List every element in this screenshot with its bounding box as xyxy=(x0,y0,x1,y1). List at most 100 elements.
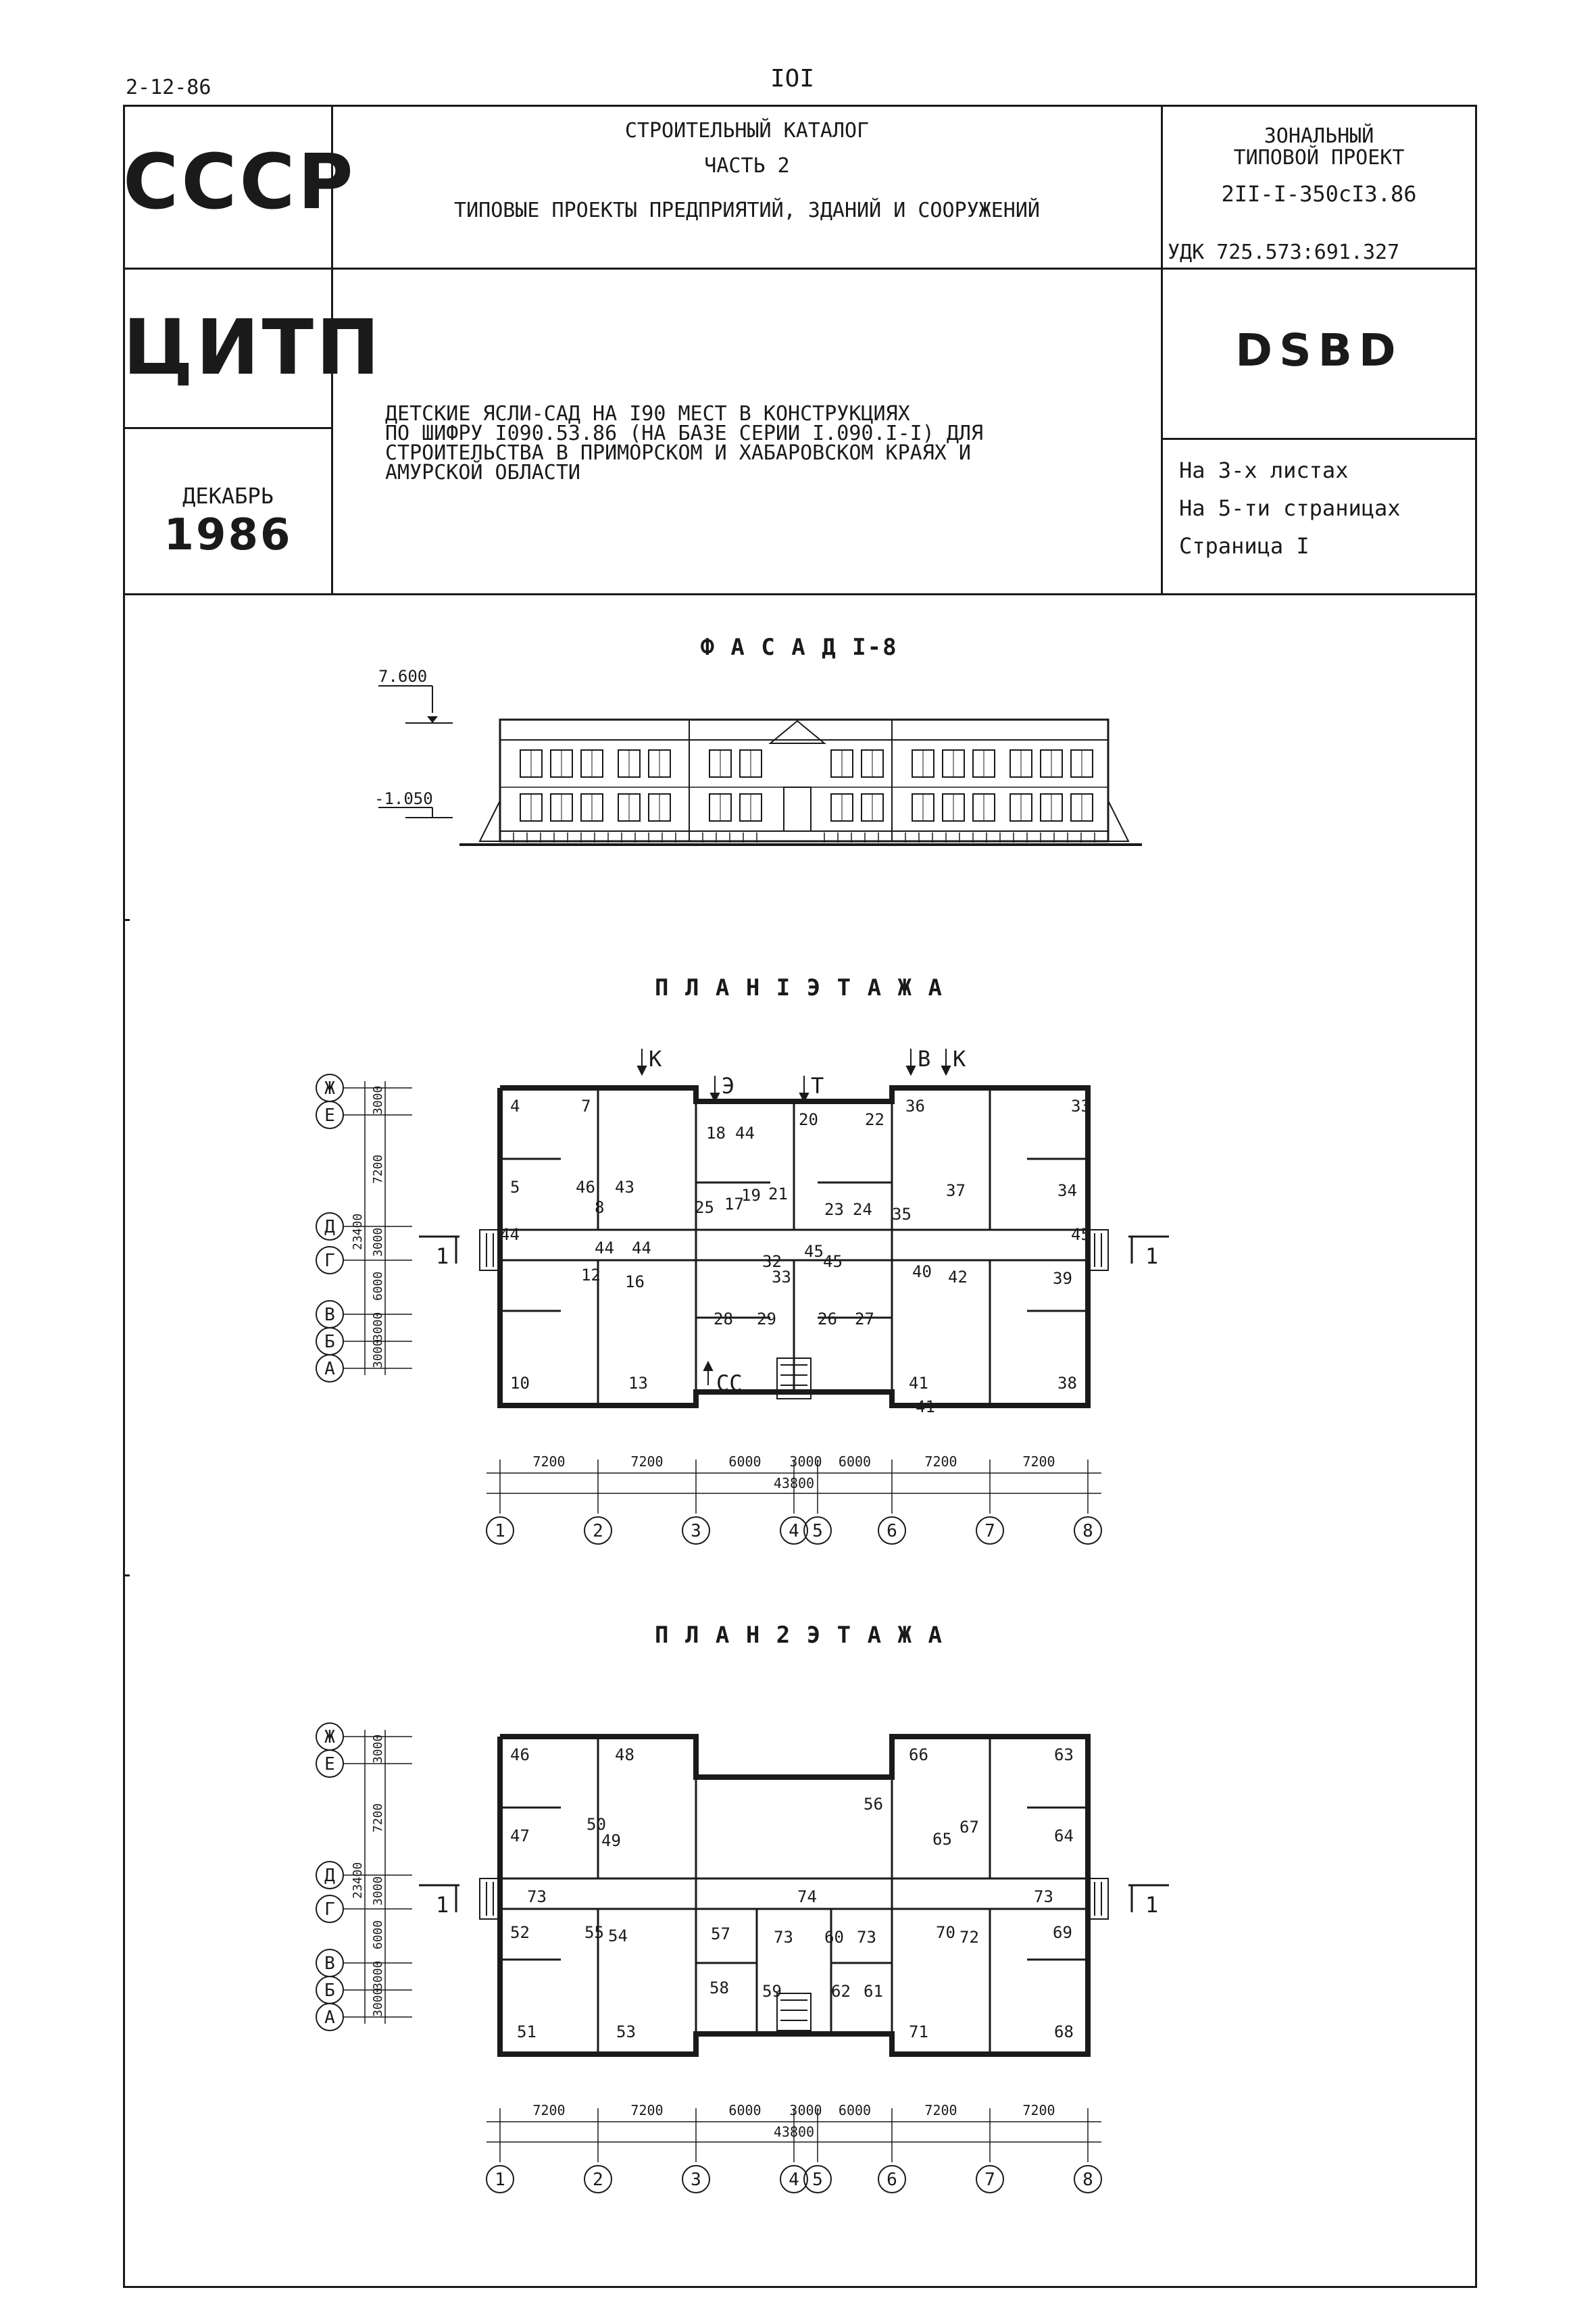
axis-label-column: 4 xyxy=(789,1521,799,1541)
room-number: 63 xyxy=(1054,1745,1074,1764)
row-dimension: 3000 xyxy=(371,1988,385,2017)
catalog-title: СТРОИТЕЛЬНЫЙ КАТАЛОГ xyxy=(624,119,870,143)
axis-label-row: А xyxy=(324,2008,335,2028)
axis-label-row: Г xyxy=(324,1251,335,1271)
room-number: 27 xyxy=(855,1310,874,1328)
room-number: 12 xyxy=(581,1266,601,1285)
room-number: 45 xyxy=(804,1242,824,1261)
room-number: 59 xyxy=(762,1982,782,2001)
room-number: 33 xyxy=(772,1268,791,1287)
room-number: 35 xyxy=(892,1205,912,1224)
axis-marker-column xyxy=(486,1516,514,1545)
room-number: 50 xyxy=(587,1815,606,1834)
room-number: 5 xyxy=(510,1178,520,1197)
entrance-label: Э xyxy=(722,1073,734,1099)
room-number: 72 xyxy=(959,1928,979,1947)
project-type: ЗОНАЛЬНЫЙ ТИПОВОЙ ПРОЕКТ xyxy=(1163,126,1475,169)
plan1-title: П Л А Н I Э Т А Ж А xyxy=(655,974,943,1001)
room-number: 55 xyxy=(584,1923,604,1942)
entrance-label: К xyxy=(953,1046,966,1072)
axis-marker-column xyxy=(803,2165,832,2193)
axis-marker-column xyxy=(878,1516,906,1545)
page-number: IOI xyxy=(770,65,815,93)
room-number: 70 xyxy=(936,1923,955,1942)
room-number: 40 xyxy=(912,1262,932,1281)
header-col-rule-1 xyxy=(331,105,333,595)
column-dimension: 6000 xyxy=(839,2102,871,2118)
room-number: 67 xyxy=(959,1818,979,1837)
room-number: 25 xyxy=(695,1198,714,1217)
header-row-rule-1 xyxy=(123,268,1475,270)
room-number: 53 xyxy=(616,2022,636,2041)
axis-marker-column xyxy=(584,2165,612,2193)
room-number: 24 xyxy=(853,1200,872,1219)
axis-label-row: В xyxy=(324,1953,335,1974)
room-number: 46 xyxy=(510,1745,530,1764)
room-number: 13 xyxy=(628,1374,648,1393)
room-number: 73 xyxy=(857,1928,876,1947)
entrance-label: К xyxy=(649,1046,662,1072)
room-number: 41 xyxy=(909,1374,928,1393)
catalog-part: ЧАСТЬ 2 xyxy=(704,154,790,178)
row-dimension: 3000 xyxy=(371,1086,385,1115)
room-number: 65 xyxy=(932,1830,952,1849)
axis-label-column: 5 xyxy=(812,2170,823,2190)
room-number: 39 xyxy=(1053,1269,1072,1288)
project-type-line2: ТИПОВОЙ ПРОЕКТ xyxy=(1233,146,1405,170)
room-number: 43 xyxy=(615,1178,634,1197)
axis-label-column: 8 xyxy=(1082,2170,1093,2190)
axis-marker-column xyxy=(1074,1516,1102,1545)
column-dimension: 7200 xyxy=(1022,2102,1055,2118)
row-total-dimension: 23400 xyxy=(351,1862,365,1899)
axis-label-row: Б xyxy=(324,1332,335,1352)
axis-label-column: 5 xyxy=(812,1521,823,1541)
axis-label-column: 3 xyxy=(691,2170,701,2190)
axis-label-column: 7 xyxy=(984,2170,995,2190)
axis-marker-column xyxy=(584,1516,612,1545)
room-number: 71 xyxy=(909,2022,928,2041)
room-number: 73 xyxy=(1034,1887,1053,1906)
axis-label-column: 6 xyxy=(887,2170,897,2190)
axis-label-row: Е xyxy=(324,1754,335,1774)
room-number: 51 xyxy=(517,2022,537,2041)
axis-marker-column xyxy=(803,1516,832,1545)
axis-label-column: 6 xyxy=(887,1521,897,1541)
header-row-rule-3 xyxy=(1161,438,1475,440)
axis-label-row: В xyxy=(324,1305,335,1325)
column-dimension: 7200 xyxy=(630,2102,663,2118)
room-number: 46 xyxy=(576,1178,595,1197)
room-number: 22 xyxy=(865,1110,884,1129)
axis-marker-column xyxy=(976,2165,1004,2193)
room-number: 54 xyxy=(608,1926,628,1945)
header-bottom-rule xyxy=(123,593,1475,595)
facade-windows xyxy=(520,749,1093,822)
row-dimension: 3000 xyxy=(371,1735,385,1764)
description-line: АМУРСКОЙ ОБЛАСТИ xyxy=(385,461,580,484)
catalog-subtitle: ТИПОВЫЕ ПРОЕКТЫ ПРЕДПРИЯТИЙ, ЗДАНИЙ И СО… xyxy=(454,199,1040,222)
column-dimension: 7200 xyxy=(924,2102,957,2118)
level-bottom-label: -1.050 xyxy=(374,789,433,808)
room-number: 48 xyxy=(615,1745,634,1764)
issue-month: ДЕКАБРЬ xyxy=(182,483,274,509)
level-marker-bottom: -1.050 xyxy=(374,789,453,818)
room-number: 16 xyxy=(625,1272,645,1291)
column-dimension: 7200 xyxy=(630,1453,663,1470)
axis-label-row: Г xyxy=(324,1899,335,1920)
axis-marker-column xyxy=(486,2165,514,2193)
room-number: 4 xyxy=(510,1097,520,1116)
room-number: 29 xyxy=(757,1310,776,1328)
axis-label-column: 7 xyxy=(984,1521,995,1541)
axis-marker-column xyxy=(780,1516,808,1545)
room-number: 8 xyxy=(595,1198,604,1217)
axis-label-column: 2 xyxy=(593,2170,603,2190)
row-dimension: 7200 xyxy=(371,1155,385,1184)
plan1-cut-right: 1 xyxy=(1145,1243,1158,1269)
code-mark: DSBD xyxy=(1235,324,1403,376)
room-number: 44 xyxy=(595,1239,614,1258)
room-number: 21 xyxy=(768,1185,788,1203)
axis-marker-column xyxy=(682,2165,710,2193)
room-number: 10 xyxy=(510,1374,530,1393)
entrance-label: СС xyxy=(716,1370,743,1396)
column-dimension: 7200 xyxy=(924,1453,957,1470)
